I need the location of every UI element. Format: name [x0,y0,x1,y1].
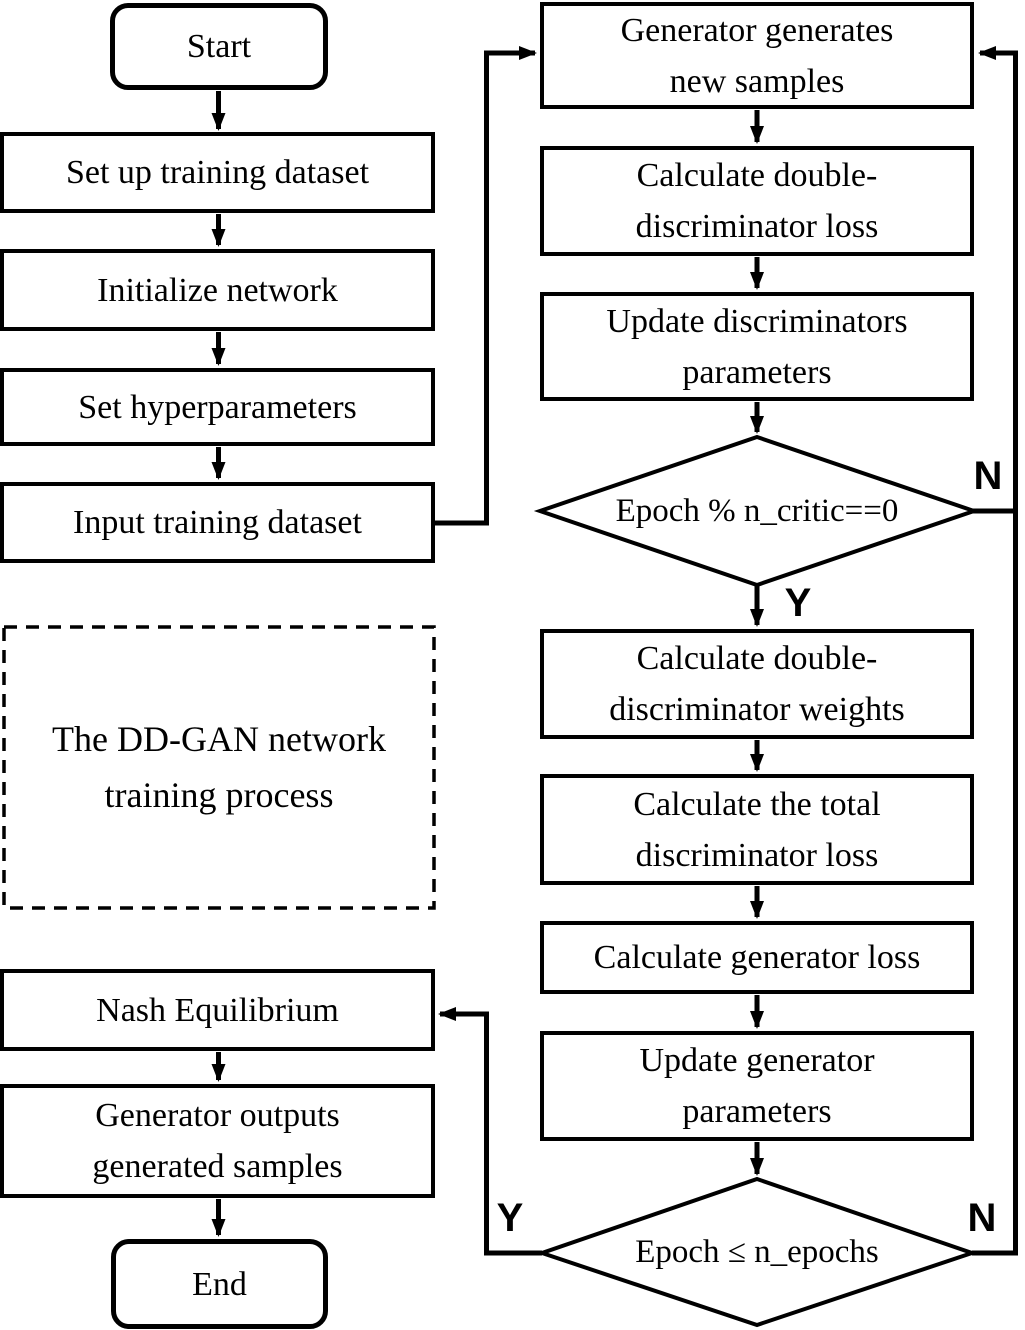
node-generator-generates: Generator generates new samples [540,2,974,109]
node-calc-dd-weights: Calculate double- discriminator weights [540,629,974,739]
branch-critic-yes-label: Y [784,580,812,625]
decision-critic-label: Epoch % n_critic==0 [615,492,899,529]
node-calc-total-disc-loss: Calculate the total discriminator loss [540,774,974,885]
edge-input-to-generate [433,46,537,526]
decision-epochs-label: Epoch ≤ n_epochs [635,1233,879,1270]
node-initialize-network: Initialize network [0,249,435,331]
edge-epochs-yes-to-nash [438,1007,542,1256]
node-set-hyperparameters: Set hyperparameters [0,368,435,446]
process-caption: The DD-GAN network training process [52,718,386,815]
node-nash-equilibrium: Nash Equilibrium [0,969,435,1051]
node-start: Start [110,3,328,90]
node-update-discriminators: Update discriminators parameters [540,292,974,401]
decision-epochs-shape [535,1176,979,1328]
process-caption-box [2,625,436,910]
branch-epochs-yes-label: Y [496,1195,524,1240]
node-calc-dd-loss: Calculate double- discriminator loss [540,146,974,256]
node-calc-generator-loss: Calculate generator loss [540,921,974,994]
node-update-generator: Update generator parameters [540,1031,974,1141]
edge-no-loop-to-generate [972,46,1018,1256]
node-generator-outputs: Generator outputs generated samples [0,1084,435,1198]
node-end: End [111,1239,328,1329]
branch-critic-no-label: N [973,453,1003,498]
decision-critic-shape [533,434,981,588]
branch-epochs-no-label: N [967,1195,997,1240]
node-input-dataset: Input training dataset [0,482,435,563]
node-setup-dataset: Set up training dataset [0,132,435,213]
